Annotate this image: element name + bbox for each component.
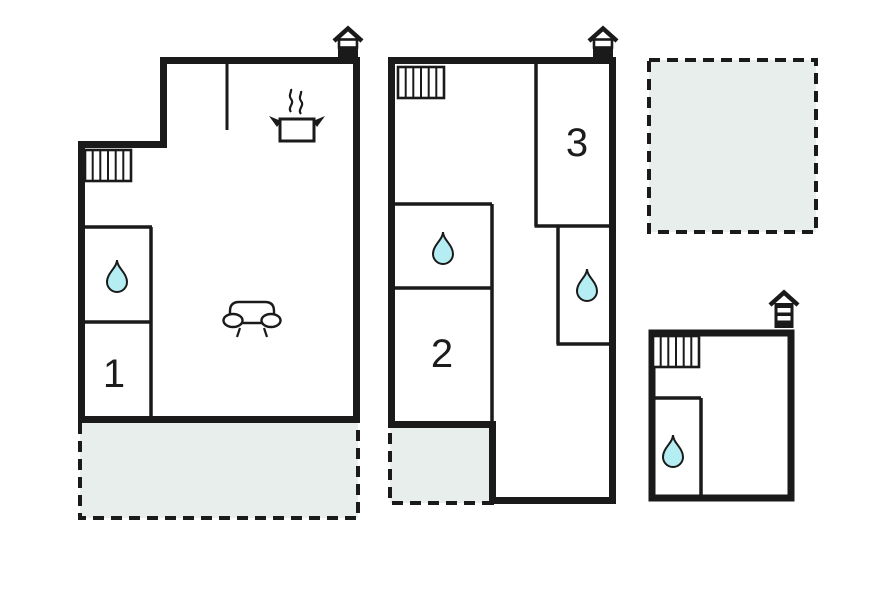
sofa-armrest: [260, 312, 282, 329]
sofa-icon: [222, 300, 282, 338]
stairs-icon: [83, 148, 133, 183]
pot-handle-right: [313, 116, 325, 127]
steam-line: [288, 88, 294, 113]
sofa-armrest: [222, 312, 244, 329]
stairs-icon: [651, 334, 701, 369]
terrace-left: [78, 418, 360, 520]
house-entrance-icon: [589, 29, 617, 58]
room-1-label: 1: [103, 352, 125, 396]
building-left: 1: [78, 29, 362, 423]
building-right-annex: [648, 293, 798, 502]
steam-line: [298, 90, 304, 115]
pot-body: [278, 117, 316, 143]
terrace-top-right: [647, 58, 818, 234]
house-entrance-striped-icon: [770, 293, 798, 329]
house-entrance-icon: [334, 29, 362, 58]
room-2-label: 2: [431, 332, 453, 376]
kitchen-pot-icon: [269, 88, 325, 143]
terrace-middle: [388, 422, 494, 505]
pot-handle-left: [269, 116, 281, 127]
sofa-leg: [235, 327, 242, 338]
sofa-back: [228, 300, 276, 327]
sofa-leg: [262, 327, 269, 338]
room-3-label: 3: [566, 121, 588, 165]
stairs-icon: [396, 65, 446, 100]
building-middle-outer-walls: [388, 57, 616, 504]
building-middle: 2 3: [388, 29, 617, 504]
